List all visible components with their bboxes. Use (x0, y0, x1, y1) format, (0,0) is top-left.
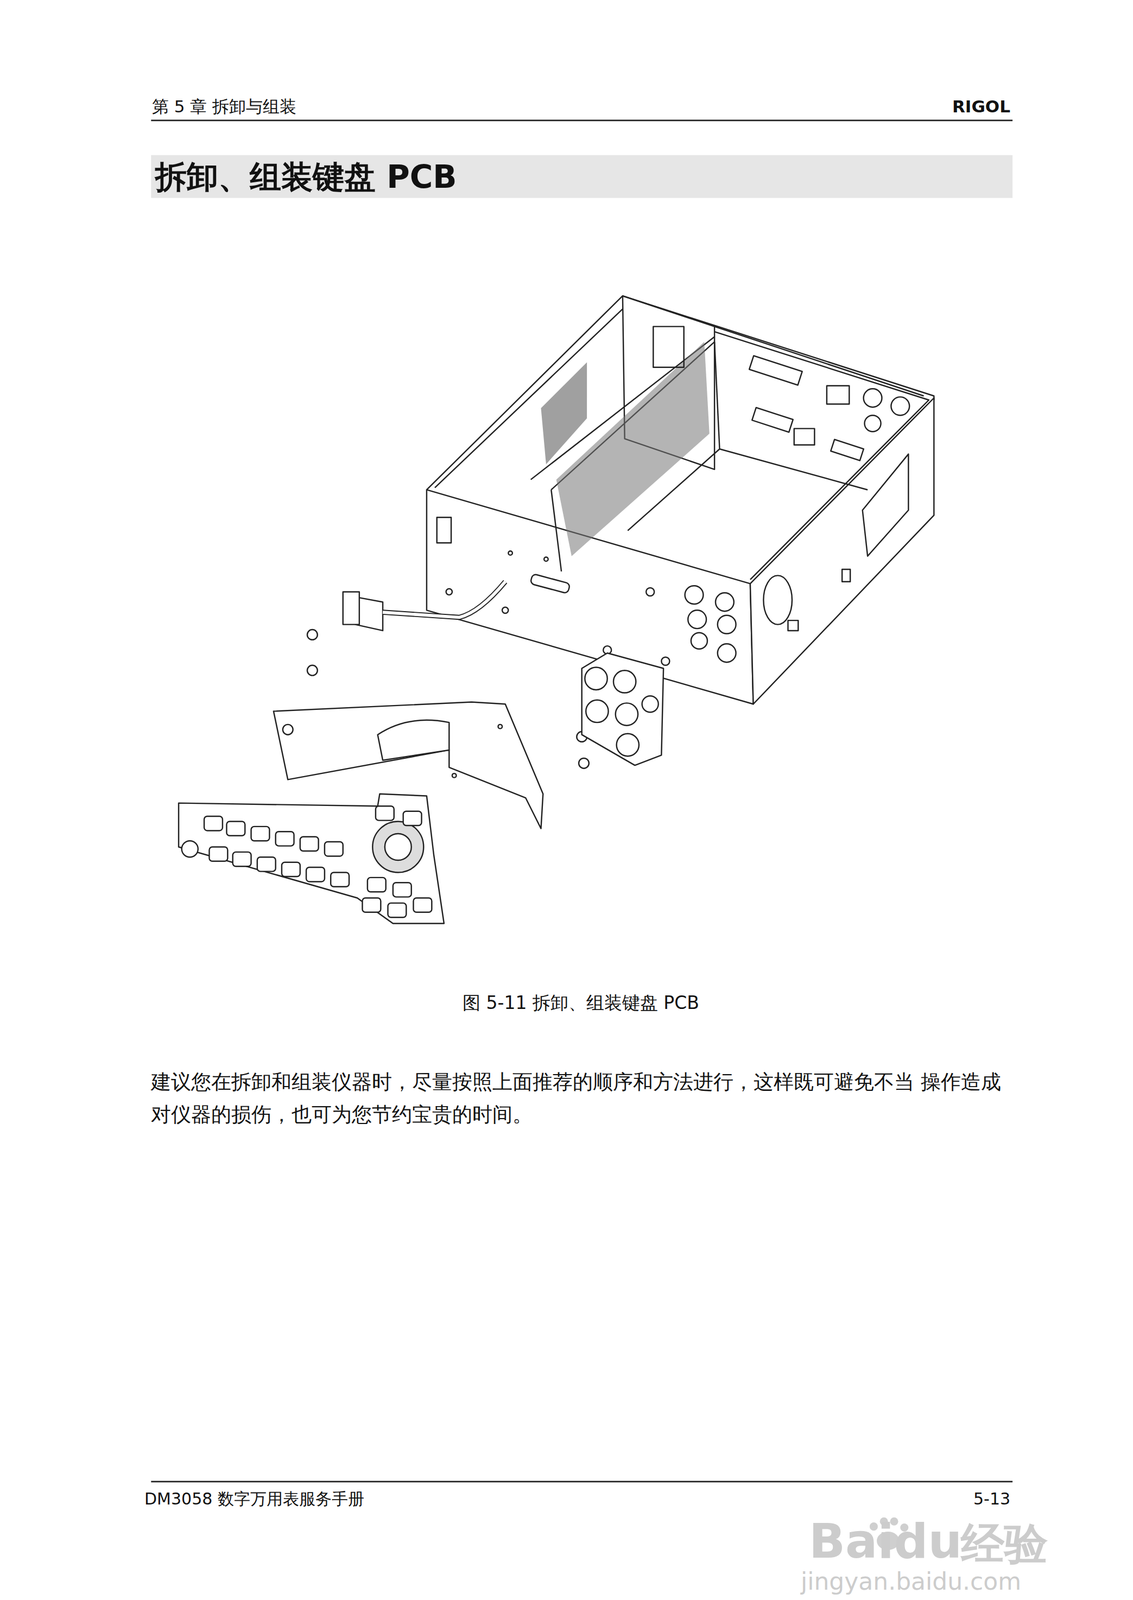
section-title: 拆卸、组装键盘 PCB (155, 157, 457, 197)
watermark-url: jingyan.baidu.com (800, 1567, 1022, 1597)
body-paragraph: 建议您在拆卸和组装仪器时，尽量按照上面推荐的顺序和方法进行，这样既可避免不当 操… (150, 1066, 1015, 1132)
watermark-text: 经验 (960, 1520, 1048, 1569)
figure-caption: 图 5-11 拆卸、组装键盘 PCB (462, 991, 700, 1016)
watermark-text: Baidu (808, 1515, 962, 1568)
footer-manual-name: DM3058 数字万用表服务手册 (144, 1488, 365, 1511)
chapter-header: 第 5 章 拆卸与组装 (152, 95, 297, 118)
brand-header: RIGOL (952, 95, 1011, 118)
page-number: 5-13 (973, 1488, 1011, 1511)
